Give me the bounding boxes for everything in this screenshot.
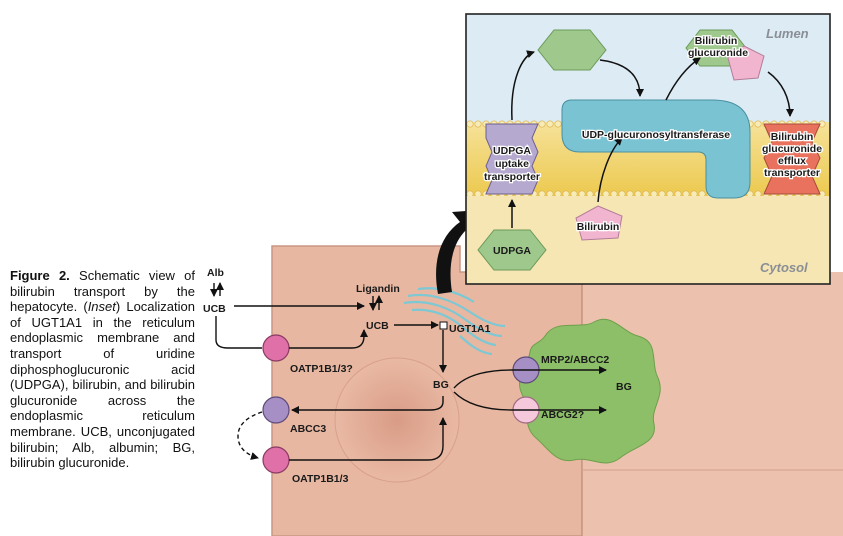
udp-glucuronosyltransferase-enzyme <box>561 99 751 199</box>
bilirubin-label: Bilirubin <box>577 221 620 233</box>
bilirubin-pentagon <box>575 205 623 241</box>
bilirubin-glucuronide-label-line2: glucuronide <box>688 47 748 59</box>
bilirubin-glucuronide-pentagon <box>727 45 765 81</box>
abcc3-label: ABCC3 <box>290 423 326 435</box>
caption-inset-word: Inset <box>87 299 116 315</box>
caption-text-part2: ) Localization of UGT1A1 in the reticulu… <box>10 299 195 471</box>
udpga-transporter-label-line3: transporter <box>484 171 540 183</box>
ucb-inside-label: UCB <box>366 320 389 332</box>
membrane-head-outer <box>538 120 546 128</box>
cytosol-label: Cytosol <box>760 260 808 275</box>
oatp-bottom-label: OATP1B1/3 <box>292 473 349 485</box>
caption-text-part1: Schematic view of bilirubin transport by… <box>10 268 195 315</box>
lumen-label: Lumen <box>766 26 809 41</box>
udpga-uptake-transporter <box>485 123 539 195</box>
abcc3-transporter <box>262 396 290 424</box>
alb-label: Alb <box>207 267 224 279</box>
transporter-to-lumen-udpga-arrow <box>511 50 535 121</box>
abcg2-label: ABCG2? <box>541 409 584 421</box>
membrane-head-outer <box>466 120 474 128</box>
bilirubin-glucuronide-label-line1: Bilirubin <box>695 35 738 47</box>
mrp2-label: MRP2/ABCC2 <box>541 354 609 366</box>
glucuronide-to-efflux-arrow <box>767 71 794 117</box>
bilirubin-to-enzyme-arrow <box>597 137 623 203</box>
bg-canaliculus-label: BG <box>616 381 632 393</box>
bg-label: BG <box>433 379 449 391</box>
lumen-udpga-to-enzyme-arrow <box>599 59 644 97</box>
abcc3-to-oatp-dashed-arrow <box>237 411 263 460</box>
bg-efflux-transporter <box>763 123 821 195</box>
ugt1a1-marker <box>439 321 448 330</box>
enzyme-to-glucuronide-arrow <box>665 57 701 101</box>
oatp-bottom-to-bg-arrow <box>289 417 447 461</box>
enzyme-label: UDP-glucuronosyltransferase <box>582 129 730 141</box>
bg-efflux-label-line3: efflux <box>778 155 806 167</box>
ligandin-label: Ligandin <box>356 283 400 295</box>
membrane-head-outer <box>474 120 482 128</box>
udpga-lumen-hexagon <box>537 29 607 71</box>
ugt1a1-label: UGT1A1 <box>449 323 491 335</box>
udpga-transporter-label-line2: uptake <box>495 158 529 170</box>
bg-to-abcc3-arrow <box>291 396 444 414</box>
bg-to-mrp2-arrow <box>453 366 607 389</box>
bg-to-abcg2-arrow <box>453 391 607 414</box>
oatp-to-ucb-arrow <box>289 329 368 349</box>
abcc3-dashed-arrow-head-top <box>254 410 262 418</box>
udpga-cytosol-hexagon <box>477 229 547 271</box>
udpga-cytosol-label: UDPGA <box>493 245 531 257</box>
endoplasmic-reticulum <box>403 287 506 356</box>
figure-caption: Figure 2. Schematic view of bilirubin tr… <box>10 268 195 471</box>
figure-label: Figure 2. <box>10 268 70 283</box>
oatp-bottom-transporter <box>262 446 290 474</box>
udpga-transporter-label-line1: UDPGA <box>493 145 531 157</box>
bile-canaliculus <box>519 318 661 464</box>
membrane-head-outer <box>554 120 562 128</box>
bg-efflux-label-line1: Bilirubin <box>771 131 814 143</box>
oatp-top-transporter <box>262 334 290 362</box>
membrane-head-outer <box>546 120 554 128</box>
bg-efflux-label-line4: transporter <box>764 167 820 179</box>
bg-efflux-label-line2: glucuronide <box>762 143 822 155</box>
ucb-outside-label: UCB <box>203 303 226 315</box>
ucb-to-oatp-arrow <box>215 316 262 349</box>
nucleus <box>334 357 460 483</box>
membrane-head-outer <box>754 120 762 128</box>
oatp-top-label: OATP1B1/3? <box>290 363 353 375</box>
